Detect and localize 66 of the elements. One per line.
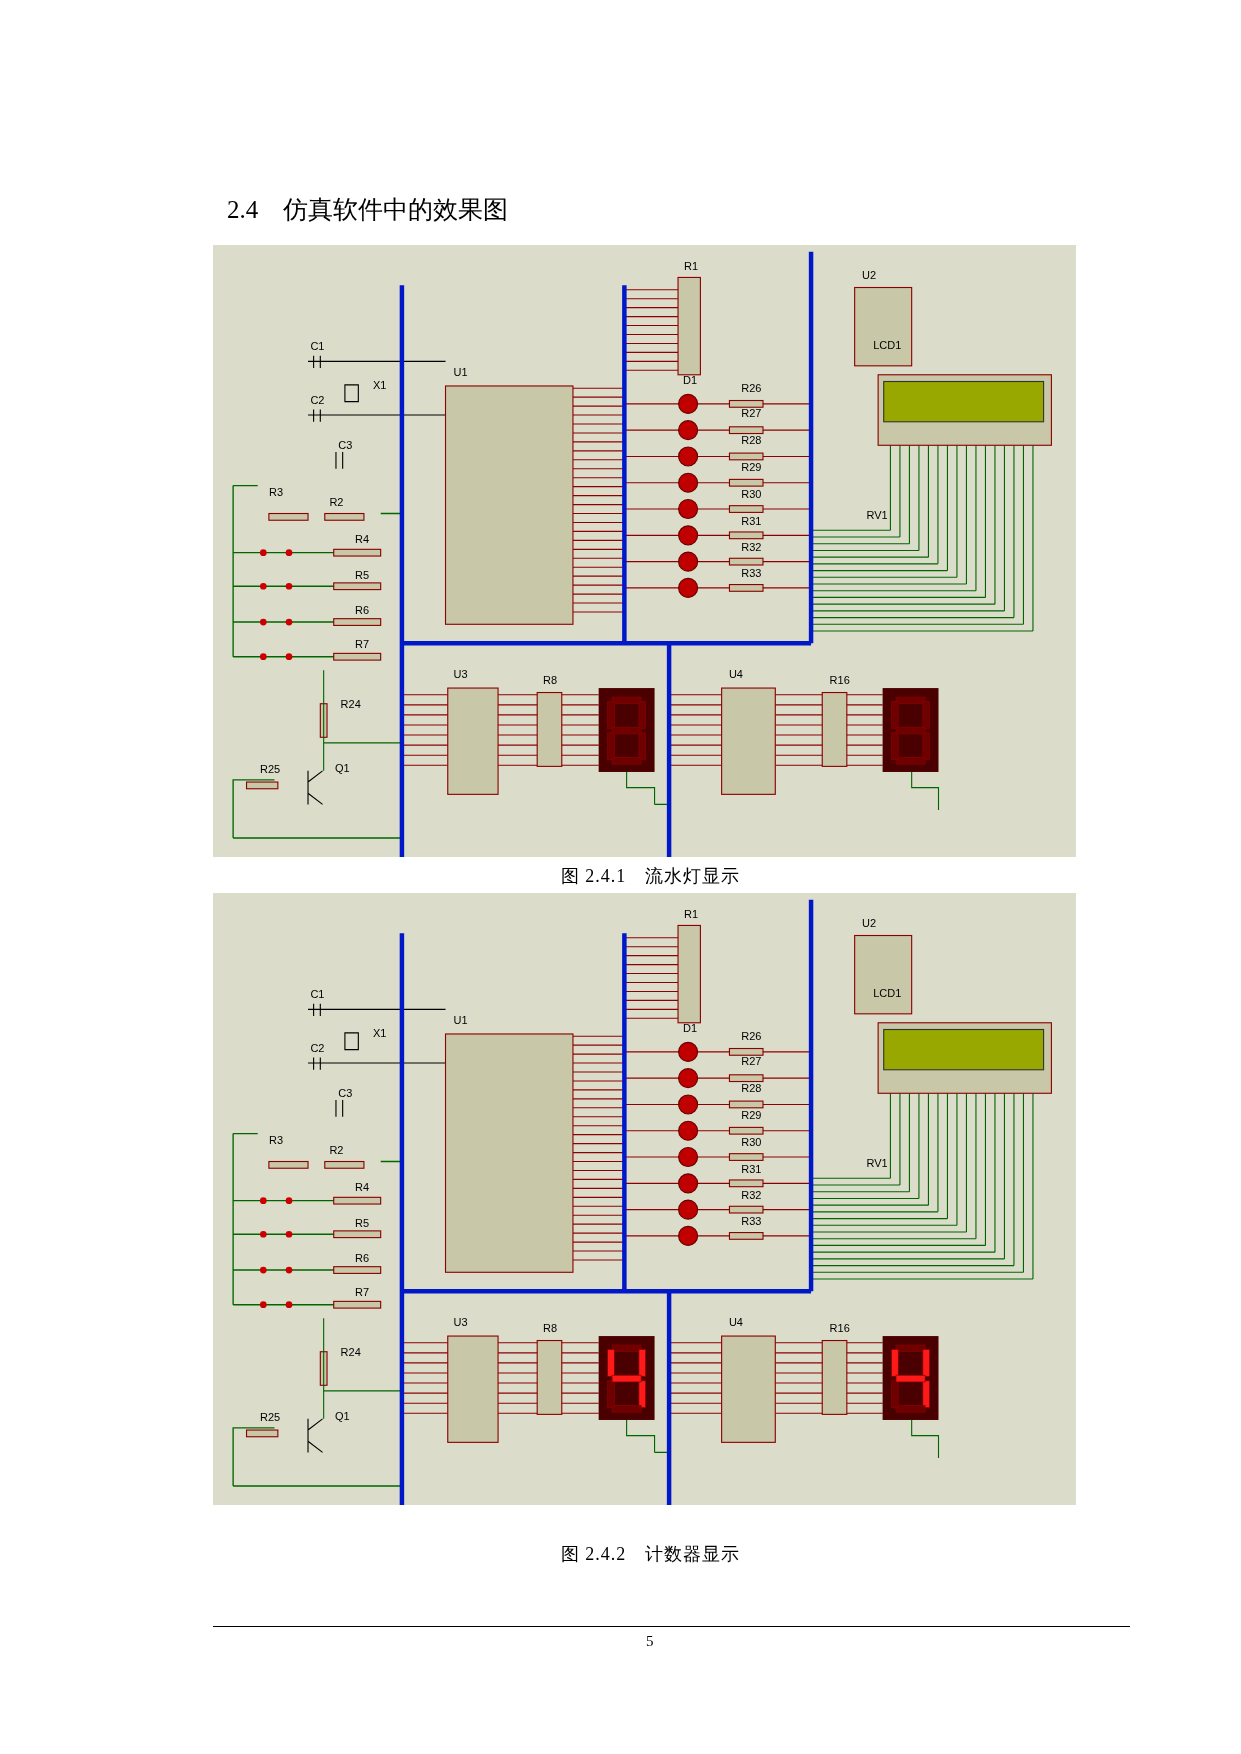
component-label: R27	[741, 1056, 762, 1068]
component-label: R27	[741, 408, 762, 420]
figure-caption: 图 2.4.1 流水灯显示	[559, 865, 742, 888]
component-label: R6	[355, 605, 370, 617]
component-label: U2	[862, 917, 877, 929]
component-label: R1	[684, 260, 699, 272]
component-label: U1	[453, 1015, 468, 1026]
component-label: LCD1	[873, 988, 902, 1000]
component-label: U1	[453, 367, 468, 378]
component-label: R4	[355, 1181, 370, 1193]
component-label: R7	[355, 638, 370, 650]
component-label: R30	[741, 488, 762, 500]
page-number: 5	[646, 1633, 654, 1650]
component-label: R24	[340, 1347, 361, 1359]
figure-caption: 图 2.4.2 计数器显示	[559, 1543, 742, 1566]
component-label: R2	[329, 496, 344, 508]
component-label: LCD1	[873, 340, 902, 352]
component-label: R33	[741, 568, 762, 580]
component-label: R1	[684, 908, 699, 920]
component-label: R2	[329, 1144, 344, 1156]
component-label: R16	[829, 674, 850, 686]
component-label: D1	[683, 1022, 698, 1034]
component-label: R4	[355, 533, 370, 545]
component-label: U3	[453, 1317, 468, 1329]
component-label: R32	[741, 541, 762, 553]
component-label: C3	[338, 439, 353, 451]
component-label: R8	[543, 674, 558, 686]
component-label: Q1	[335, 1411, 350, 1423]
component-label: R25	[260, 764, 281, 776]
component-label: C1	[310, 989, 325, 1001]
component-label: R31	[741, 1163, 762, 1175]
component-label: X1	[373, 380, 387, 392]
component-label: U3	[453, 669, 468, 681]
component-label: R28	[741, 435, 762, 447]
component-label: R6	[355, 1253, 370, 1265]
component-label: R3	[269, 1134, 284, 1146]
component-label: U4	[728, 1317, 743, 1329]
component-label: U4	[728, 669, 743, 681]
component-label: R8	[543, 1322, 558, 1334]
component-label: R7	[355, 1286, 370, 1298]
component-label: R32	[741, 1189, 762, 1201]
component-label: C2	[310, 1042, 325, 1054]
component-label: C2	[310, 394, 325, 406]
component-label: R5	[355, 1217, 370, 1229]
component-label: D1	[683, 374, 698, 386]
component-label: X1	[373, 1028, 387, 1040]
component-label: C3	[338, 1087, 353, 1099]
component-label: R24	[340, 699, 361, 711]
component-label: R29	[741, 1110, 762, 1122]
component-label: R3	[269, 486, 284, 498]
section-heading: 2.4 仿真软件中的效果图	[227, 195, 509, 225]
component-label: R5	[355, 569, 370, 581]
component-label: R31	[741, 515, 762, 527]
component-label: R25	[260, 1412, 281, 1424]
component-label: R29	[741, 462, 762, 474]
component-label: RV1	[866, 1158, 888, 1170]
component-label: R33	[741, 1216, 762, 1228]
component-label: R26	[741, 382, 762, 394]
component-label: U2	[862, 269, 877, 281]
component-label: R30	[741, 1136, 762, 1148]
component-label: R16	[829, 1322, 850, 1334]
component-label: R26	[741, 1030, 762, 1042]
component-label: RV1	[866, 510, 888, 522]
component-label: Q1	[335, 763, 350, 775]
component-label: C1	[310, 341, 325, 353]
component-label: R28	[741, 1083, 762, 1095]
